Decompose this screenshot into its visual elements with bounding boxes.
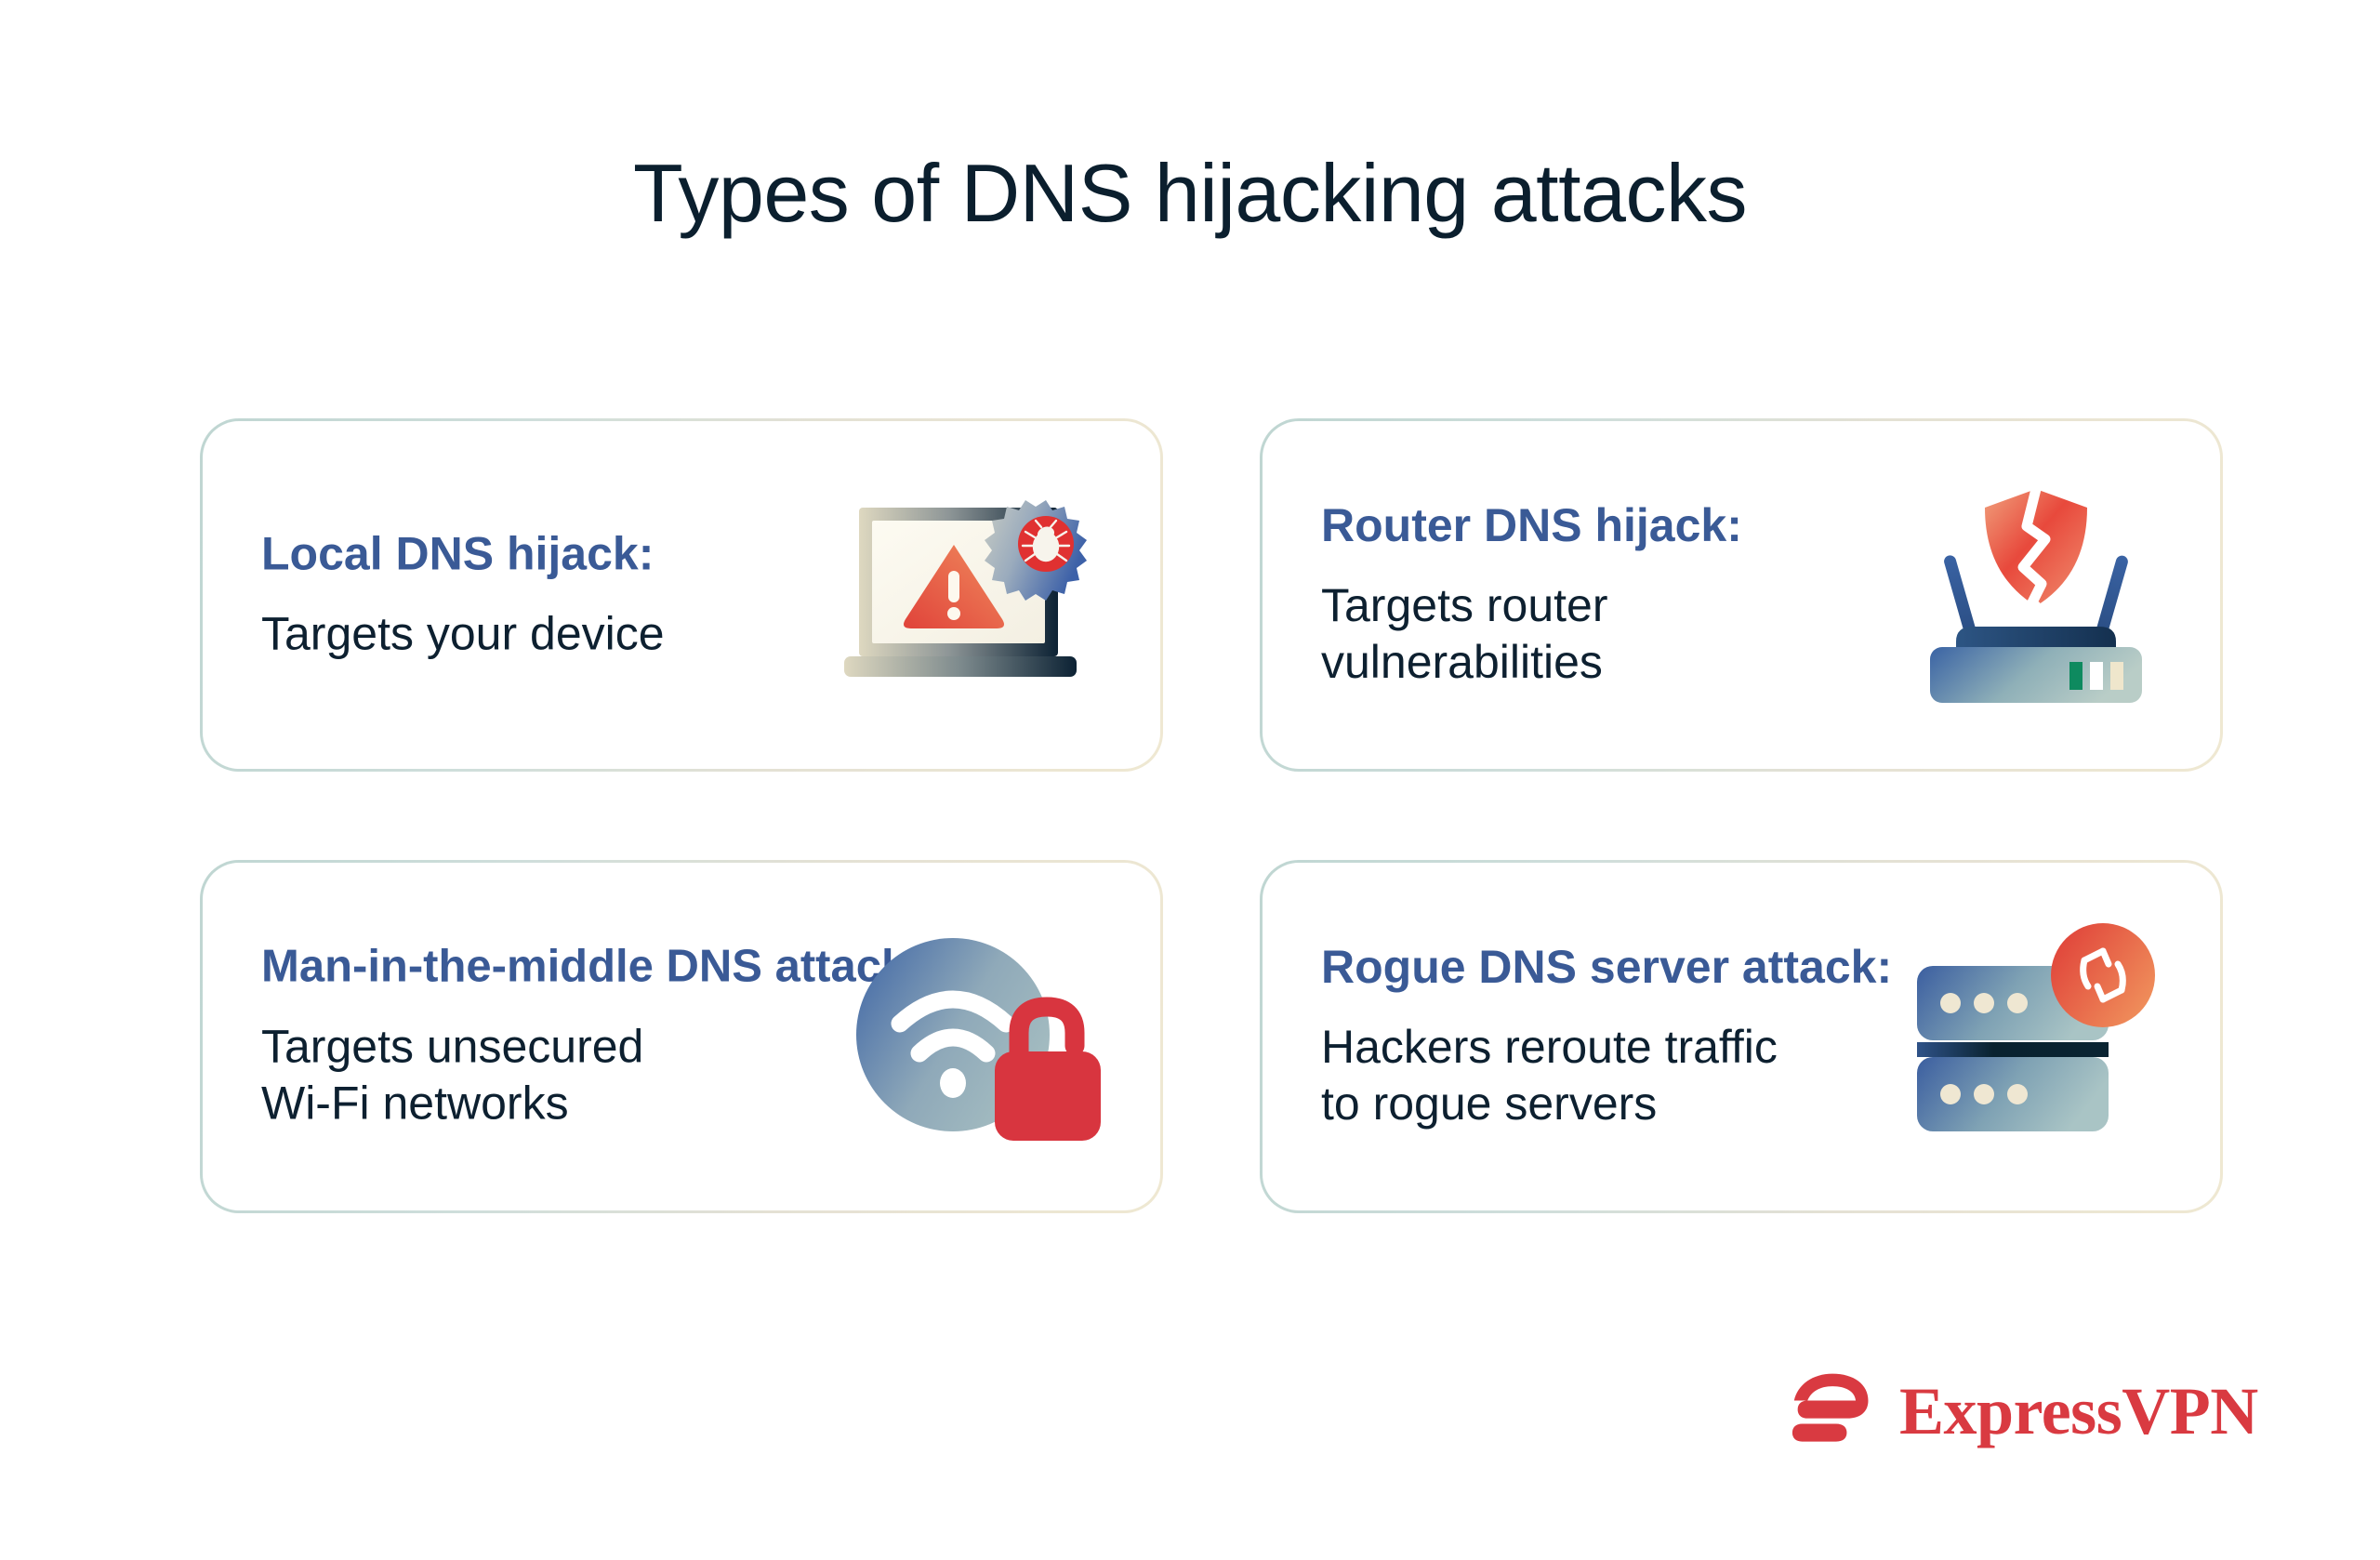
expressvpn-wordmark: ExpressVPN	[1899, 1374, 2258, 1448]
expressvpn-e-mark-icon	[1790, 1367, 1879, 1456]
expressvpn-logo: ExpressVPN	[1790, 1367, 2258, 1456]
card-local-dns-hijack[interactable]: Local DNS hijack: Targets your device	[200, 418, 1163, 772]
card-text-block: Local DNS hijack: Targets your device	[261, 528, 819, 663]
server-stack-sync-icon	[1897, 916, 2175, 1157]
wifi-open-padlock-icon	[837, 916, 1116, 1157]
card-body: Targets unsecured Wi-Fi networks	[261, 1020, 644, 1130]
attack-type-card-grid: Local DNS hijack: Targets your device	[200, 418, 2223, 1213]
card-heading: Rogue DNS server attack:	[1321, 941, 1893, 993]
card-rogue-dns-server-attack[interactable]: Rogue DNS server attack: Hackers reroute…	[1260, 860, 2223, 1213]
card-router-dns-hijack[interactable]: Router DNS hijack: Targets router vulner…	[1260, 418, 2223, 772]
page-title: Types of DNS hijacking attacks	[633, 147, 1747, 239]
card-body: Targets router vulnerabilities	[1321, 579, 1608, 688]
card-text-block: Rogue DNS server attack: Hackers reroute…	[1321, 941, 1893, 1132]
card-text-block: Router DNS hijack: Targets router vulner…	[1321, 499, 1879, 691]
card-heading: Local DNS hijack:	[261, 527, 654, 580]
router-broken-shield-icon	[1897, 474, 2175, 716]
card-body: Targets your device	[261, 607, 665, 660]
card-heading: Man-in-the-middle DNS attack:	[261, 941, 922, 992]
laptop-warning-bug-gear-icon	[837, 474, 1116, 716]
card-body: Hackers reroute traffic to rogue servers	[1321, 1021, 1778, 1130]
card-heading: Router DNS hijack:	[1321, 499, 1742, 551]
card-text-block: Man-in-the-middle DNS attack: Targets un…	[261, 941, 922, 1132]
card-man-in-the-middle-dns-attack[interactable]: Man-in-the-middle DNS attack: Targets un…	[200, 860, 1163, 1213]
